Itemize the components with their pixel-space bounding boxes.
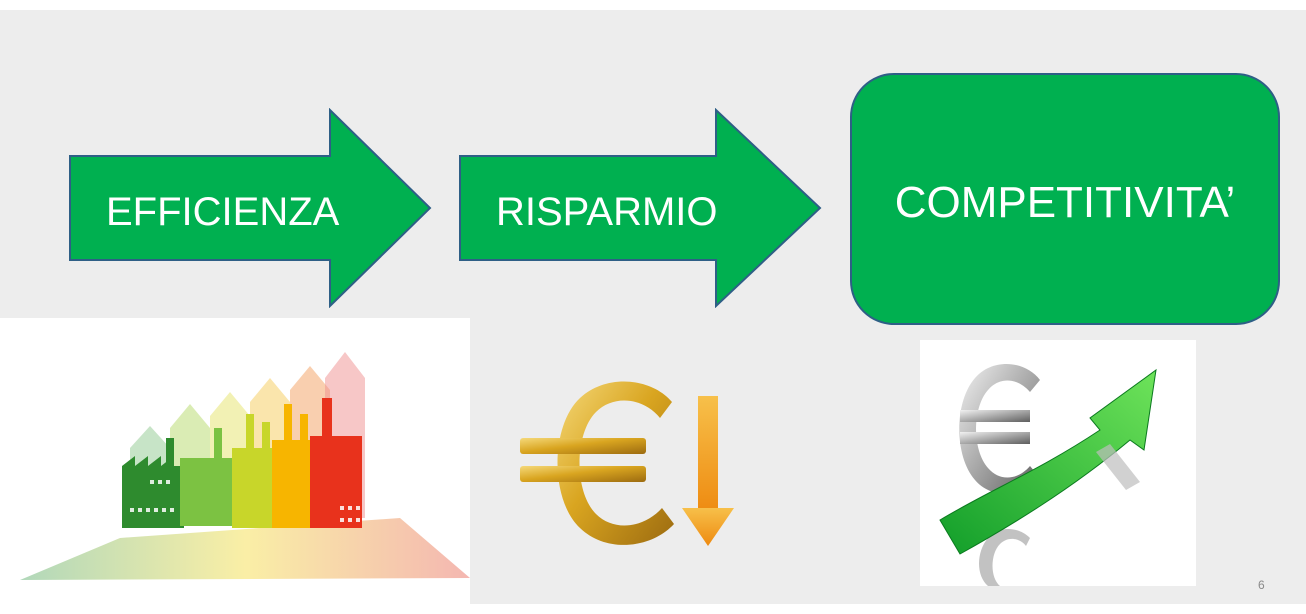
competitivita-box bbox=[850, 73, 1280, 325]
euro-up-green-arrow-icon bbox=[939, 363, 1157, 586]
arrow-risparmio bbox=[458, 108, 822, 308]
efficienza-label: EFFICIENZA bbox=[106, 190, 340, 234]
arrow-efficienza bbox=[68, 108, 432, 308]
euro-up-image bbox=[920, 340, 1196, 586]
competitivita-label: COMPETITIVITA’ bbox=[894, 178, 1236, 227]
risparmio-label: RISPARMIO bbox=[496, 190, 718, 234]
page-number: 6 bbox=[1258, 578, 1265, 592]
bottom-strip bbox=[0, 604, 1306, 614]
top-strip bbox=[0, 0, 1306, 10]
arrow-shape bbox=[69, 108, 432, 308]
euro-down-image bbox=[512, 368, 752, 558]
energy-efficiency-image bbox=[0, 318, 470, 604]
arrow-shape bbox=[459, 108, 822, 308]
factory-efficiency-icon bbox=[20, 352, 470, 580]
euro-down-icon bbox=[520, 381, 734, 546]
